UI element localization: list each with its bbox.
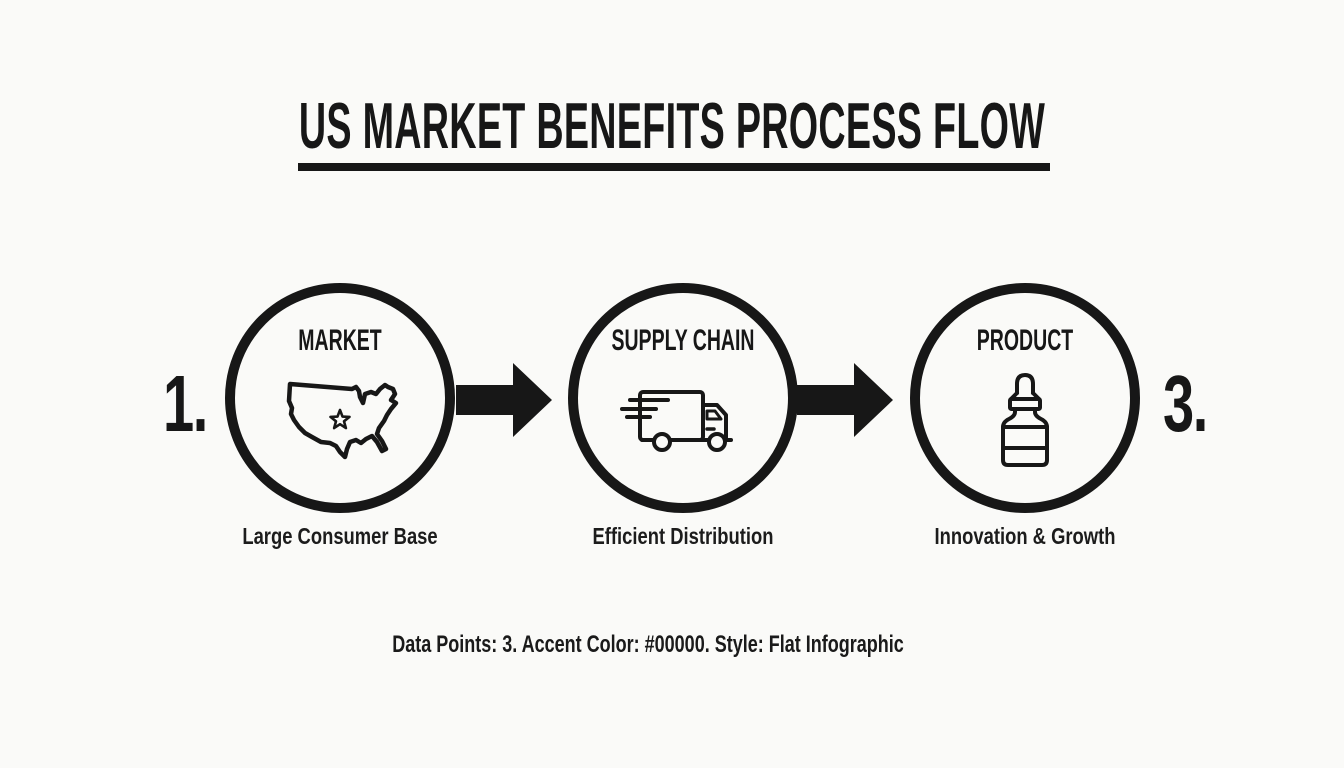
step-label: PRODUCT [976,324,1074,357]
step-label: MARKET [298,324,382,357]
arrow-right-icon [797,363,893,437]
step-label: SUPPLY CHAIN [611,324,755,357]
step-caption: Innovation & Growth [934,523,1116,549]
step-circle [225,283,455,513]
step-caption: Efficient Distribution [592,523,774,549]
step-circle [568,283,798,513]
step-number-start: 1. [163,359,208,448]
step-number-end: 3. [1163,359,1208,448]
page-title: US MARKET BENEFITS PROCESS FLOW [298,89,1046,162]
usa-map-star-icon [286,381,399,460]
title-underline [298,163,1050,171]
delivery-truck-icon [620,390,733,452]
flow-step-product: PRODUCT Innovation & Growth [875,283,1175,563]
step-caption: Large Consumer Base [242,523,438,549]
star-icon [329,408,351,430]
flow-step-supply-chain: SUPPLY CHAIN Efficient Distribution [533,283,833,563]
arrow-right-icon [456,363,552,437]
flow-step-market: MARKET Large Consumer Base [190,283,490,563]
dropper-bottle-icon [1001,373,1049,467]
footer-meta-text: Data Points: 3. Accent Color: #00000. St… [392,631,904,658]
